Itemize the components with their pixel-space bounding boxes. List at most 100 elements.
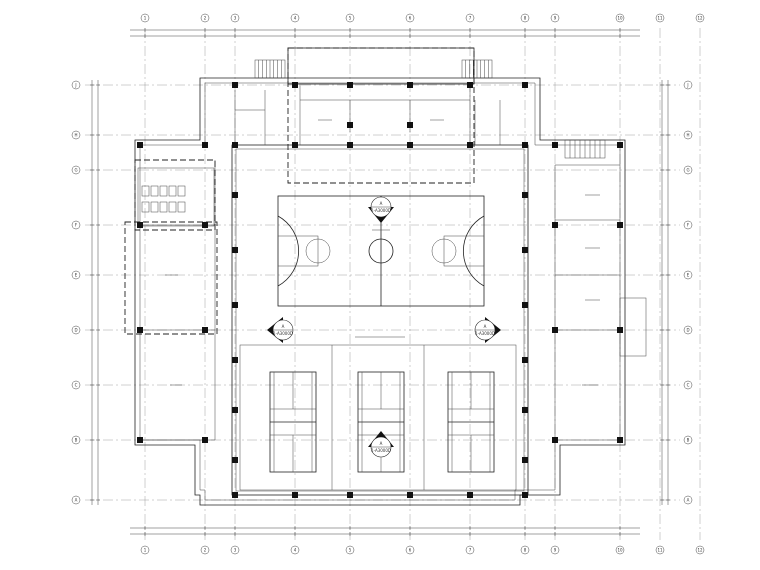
grid-bubble-top: 3 bbox=[230, 13, 240, 23]
column bbox=[522, 82, 528, 88]
grid-bubble-label: 1 bbox=[144, 547, 147, 552]
building-outline bbox=[134, 47, 647, 506]
grid-bubble-bottom: 9 bbox=[550, 545, 560, 555]
grid-bubble-left: E bbox=[71, 270, 81, 280]
section-letter: A bbox=[282, 324, 285, 329]
badminton-court bbox=[447, 371, 495, 473]
grid-bubble-label: 2 bbox=[204, 547, 207, 552]
section-mark-left: A1-A3000D bbox=[267, 317, 294, 343]
toilet-stall bbox=[150, 201, 159, 213]
grid-bubble-bottom: 5 bbox=[345, 545, 355, 555]
column bbox=[552, 142, 558, 148]
grid-bubble-top: 2 bbox=[200, 13, 210, 23]
column bbox=[522, 192, 528, 198]
column bbox=[232, 247, 238, 253]
grid-bubble-label: E bbox=[687, 272, 690, 277]
column bbox=[552, 327, 558, 333]
section-letter: A bbox=[380, 201, 383, 206]
column bbox=[467, 142, 473, 148]
toilet-stall bbox=[168, 201, 177, 213]
grid-bubble-label: B bbox=[687, 437, 690, 442]
column bbox=[232, 192, 238, 198]
column bbox=[232, 357, 238, 363]
grid-bubble-label: 7 bbox=[469, 547, 472, 552]
grid-bubble-label: 10 bbox=[617, 15, 623, 20]
grid-bubble-label: C bbox=[75, 382, 78, 387]
grid-axes bbox=[85, 28, 701, 540]
grid-bubble-top: 1 bbox=[140, 13, 150, 23]
basketball-court bbox=[277, 195, 485, 307]
badminton-court bbox=[269, 371, 317, 473]
grid-bubble-top: 7 bbox=[465, 13, 475, 23]
grid-bubble-top: 12 bbox=[695, 13, 705, 23]
grid-bubble-right: B bbox=[683, 435, 693, 445]
column bbox=[522, 492, 528, 498]
section-mark-top: A1-A3000D bbox=[368, 196, 394, 223]
grid-bubble-right: A bbox=[683, 495, 693, 505]
column bbox=[232, 142, 238, 148]
structural-columns bbox=[137, 82, 623, 498]
grid-bubble-label: 10 bbox=[617, 547, 623, 552]
column bbox=[137, 327, 143, 333]
column bbox=[552, 437, 558, 443]
column bbox=[407, 122, 413, 128]
grid-bubble-label: 1 bbox=[144, 15, 147, 20]
grid-bubble-left: G bbox=[71, 165, 81, 175]
column bbox=[137, 222, 143, 228]
grid-bubble-label: 12 bbox=[697, 547, 703, 552]
grid-bubble-left: H bbox=[71, 130, 81, 140]
column bbox=[137, 142, 143, 148]
badminton-court bbox=[357, 371, 405, 473]
column bbox=[347, 492, 353, 498]
grid-bubble-label: A bbox=[75, 497, 78, 502]
grid-bubble-top: 10 bbox=[615, 13, 625, 23]
column bbox=[232, 407, 238, 413]
dimension-lines bbox=[90, 28, 670, 536]
toilet-stall bbox=[141, 201, 150, 213]
staircase bbox=[461, 59, 493, 79]
grid-bubble-label: 3 bbox=[234, 547, 237, 552]
grid-bubble-label: H bbox=[74, 132, 77, 137]
column bbox=[467, 82, 473, 88]
column bbox=[137, 437, 143, 443]
grid-bubble-bottom: 7 bbox=[465, 545, 475, 555]
column bbox=[407, 142, 413, 148]
grid-bubble-label: 2 bbox=[204, 15, 207, 20]
grid-bubble-bottom: 8 bbox=[520, 545, 530, 555]
grid-bubble-label: 11 bbox=[657, 547, 663, 552]
grid-bubble-top: 5 bbox=[345, 13, 355, 23]
staircase bbox=[564, 139, 606, 159]
column bbox=[292, 492, 298, 498]
toilet-stall bbox=[159, 201, 168, 213]
column bbox=[347, 142, 353, 148]
column bbox=[522, 302, 528, 308]
column bbox=[522, 247, 528, 253]
grid-bubble-bottom: 1 bbox=[140, 545, 150, 555]
column bbox=[202, 222, 208, 228]
grid-bubble-left: D bbox=[71, 325, 81, 335]
grid-bubble-label: 4 bbox=[294, 547, 297, 552]
grid-bubble-label: 7 bbox=[469, 15, 472, 20]
grid-bubble-label: H bbox=[686, 132, 689, 137]
section-mark-right: A1-A3000D bbox=[474, 317, 501, 343]
sport-courts bbox=[239, 344, 517, 491]
section-letter: A bbox=[484, 324, 487, 329]
grid-bubble-right: G bbox=[683, 165, 693, 175]
grid-bubble-right: J bbox=[683, 80, 693, 90]
toilet-stall bbox=[177, 185, 186, 197]
grid-bubble-label: J bbox=[74, 82, 76, 87]
column bbox=[522, 457, 528, 463]
grid-bubble-label: 5 bbox=[349, 547, 352, 552]
toilet-stall bbox=[141, 185, 150, 197]
grid-bubble-right: H bbox=[683, 130, 693, 140]
grid-bubble-label: 3 bbox=[234, 15, 237, 20]
grid-bubble-top: 4 bbox=[290, 13, 300, 23]
grid-bubble-left: B bbox=[71, 435, 81, 445]
column bbox=[617, 327, 623, 333]
grid-bubble-label: 6 bbox=[409, 547, 412, 552]
grid-bubble-bottom: 6 bbox=[405, 545, 415, 555]
grid-bubble-label: 4 bbox=[294, 15, 297, 20]
